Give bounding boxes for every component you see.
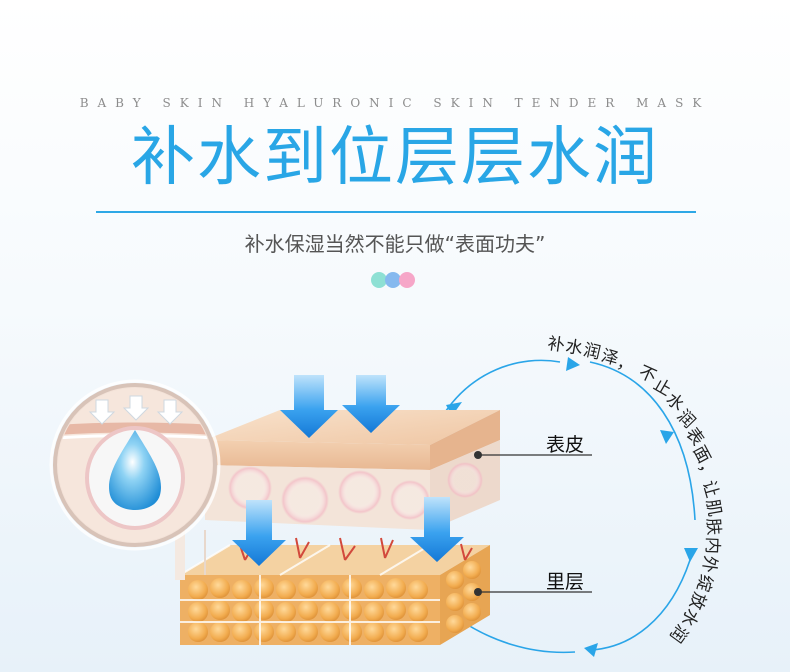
subtitle-en: BABY SKIN HYALURONIC SKIN TENDER MASK (79, 96, 711, 110)
title-divider (96, 211, 696, 213)
tagline: 补水保湿当然不能只做“表面功夫” (244, 232, 546, 256)
penetration-arrows (232, 375, 464, 566)
cycle-caption-char: 内 (701, 536, 723, 555)
cycle-caption-char: 外 (697, 554, 721, 574)
fat-layer (179, 537, 490, 645)
callout-lines (474, 451, 592, 596)
label-epidermis: 表皮 (546, 434, 585, 456)
label-inner-layer: 里层 (546, 571, 585, 593)
magnifier-inset (49, 379, 221, 551)
decorative-dots (371, 272, 419, 288)
dot-blue (385, 272, 401, 288)
cycle-caption-char: 肤 (702, 517, 724, 536)
dot-teal (371, 272, 387, 288)
main-title: 补水到位层层水润 (131, 121, 659, 195)
dot-pink (399, 272, 415, 288)
